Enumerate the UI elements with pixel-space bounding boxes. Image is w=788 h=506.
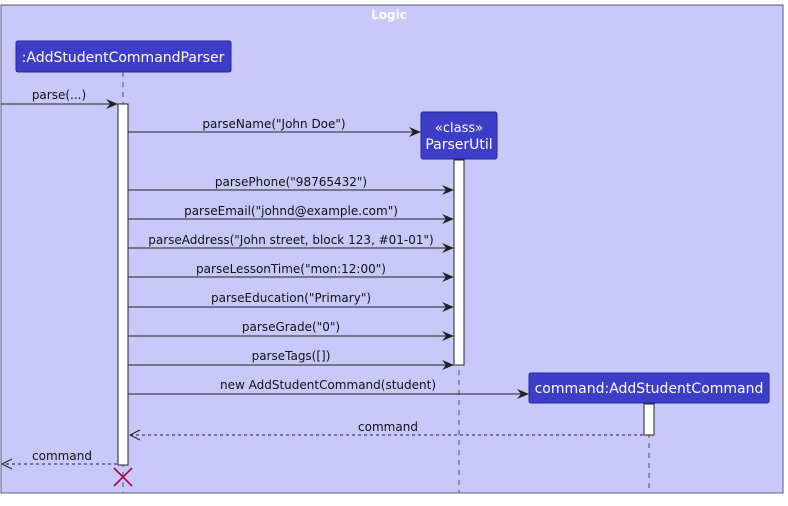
message-return-command-arrowhead	[128, 429, 141, 441]
activation-util	[453, 159, 465, 366]
participant-util-stereotype: «class»	[435, 121, 483, 136]
message-parsegrade: parseGrade("0")	[128, 320, 454, 341]
message-parseaddress-label: parseAddress("John street, block 123, #0…	[148, 233, 433, 247]
message-parseaddress: parseAddress("John street, block 123, #0…	[128, 233, 454, 253]
message-return-ext-label: command	[32, 449, 92, 463]
message-parseemail-label: parseEmail("johnd@example.com")	[184, 204, 398, 218]
message-parseemail: parseEmail("johnd@example.com")	[128, 204, 454, 224]
destroy-marker	[113, 467, 133, 487]
message-return-ext-arrowhead	[0, 458, 13, 470]
frame-title: Logic	[371, 8, 407, 22]
message-parsephone: parsePhone("98765432")	[128, 175, 454, 195]
participant-parser-box	[15, 40, 232, 73]
message-new-command-label: new AddStudentCommand(student)	[220, 378, 436, 392]
message-parse: parse(...)	[1, 88, 118, 109]
message-parseeducation-label: parseEducation("Primary")	[211, 291, 371, 305]
participant-command-label: command:AddStudentCommand	[535, 381, 764, 397]
message-return-command-label: command	[358, 420, 418, 434]
participant-command-box	[528, 372, 770, 404]
activation-parser	[117, 103, 129, 466]
message-parsename-label: parseName("John Doe")	[202, 117, 345, 131]
message-parse-label: parse(...)	[32, 88, 86, 102]
participant-command: command:AddStudentCommand	[528, 372, 770, 404]
message-parsetags: parseTags([])	[128, 349, 454, 370]
message-parsetags-label: parseTags([])	[252, 349, 331, 363]
participant-parser: :AddStudentCommandParser	[15, 40, 232, 73]
message-parselessontime-label: parseLessonTime("mon:12:00")	[196, 262, 386, 276]
message-parsephone-label: parsePhone("98765432")	[215, 175, 367, 189]
destroy-stroke-b	[113, 467, 133, 487]
message-parselessontime: parseLessonTime("mon:12:00")	[128, 262, 454, 282]
message-new-command: new AddStudentCommand(student)	[128, 378, 529, 399]
message-parsename: parseName("John Doe")	[128, 117, 421, 137]
participant-util-label: ParserUtil	[425, 137, 492, 153]
message-parsegrade-label: parseGrade("0")	[242, 320, 340, 334]
participant-util: «class» ParserUtil	[420, 111, 498, 160]
message-parseeducation: parseEducation("Primary")	[128, 291, 454, 312]
participant-parser-label: :AddStudentCommandParser	[22, 50, 225, 66]
activation-command	[643, 403, 655, 436]
message-return-command: command	[128, 420, 643, 441]
participant-util-box	[420, 111, 498, 160]
message-return-ext: command	[0, 449, 117, 470]
